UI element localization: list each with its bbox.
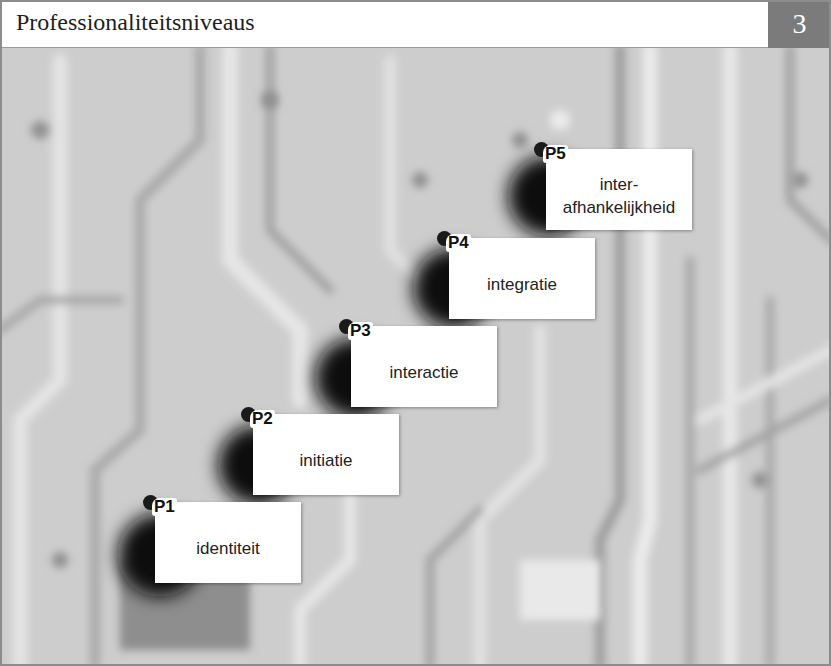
level-code: P2 bbox=[250, 410, 275, 428]
level-box: P4integratie bbox=[449, 238, 595, 319]
level-code: P5 bbox=[543, 145, 568, 163]
level-code: P3 bbox=[348, 322, 373, 340]
level-box: P5inter- afhankelijkheid bbox=[546, 149, 692, 230]
level-name: initiatie bbox=[300, 449, 353, 472]
level-name: identiteit bbox=[196, 537, 259, 560]
level-box: P2initiatie bbox=[253, 414, 399, 495]
level-name: interactie bbox=[390, 361, 459, 384]
level-box: P3interactie bbox=[351, 326, 497, 407]
level-code: P4 bbox=[446, 234, 471, 252]
level-code: P1 bbox=[152, 498, 177, 516]
level-box: P1identiteit bbox=[155, 502, 301, 583]
level-name: inter- afhankelijkheid bbox=[554, 173, 684, 219]
slide-title: Professionaliteitsniveaus bbox=[16, 9, 255, 36]
slide-number-box: 3 bbox=[768, 0, 831, 48]
level-name: integratie bbox=[487, 273, 557, 296]
slide-number: 3 bbox=[768, 8, 831, 40]
